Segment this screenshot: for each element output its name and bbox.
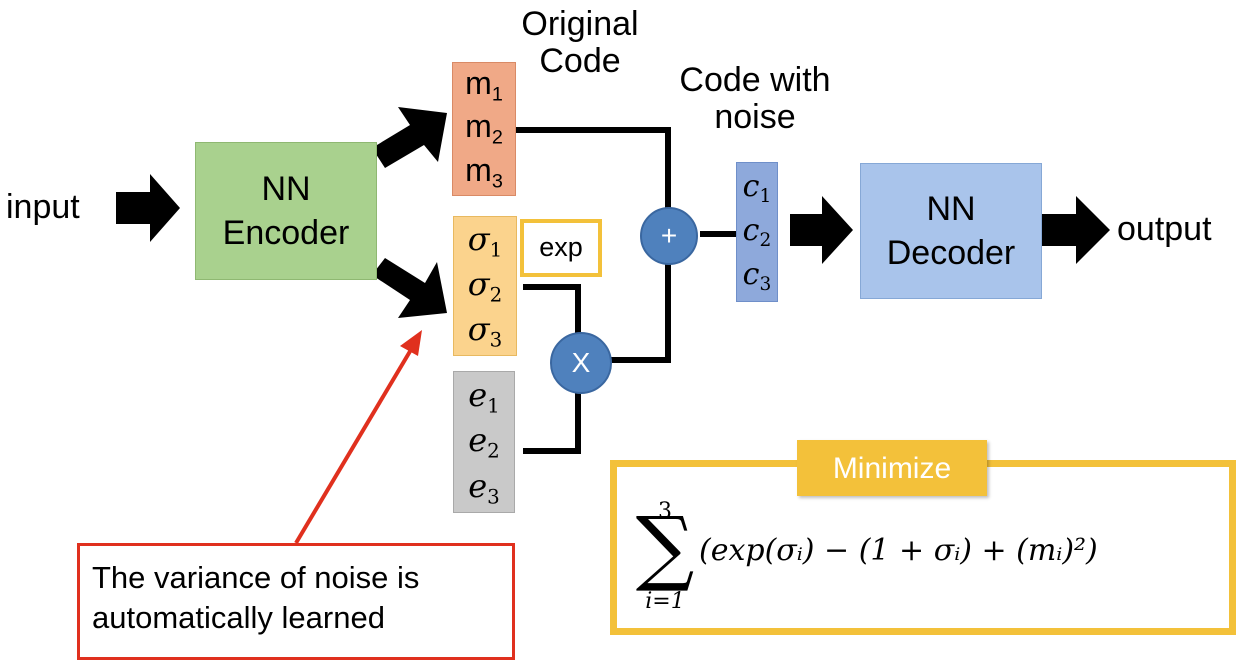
arrow-decoder-to-output [1042,196,1110,264]
arrow-encoder-to-sigma [372,258,447,318]
e-element-1: e1 [468,375,500,418]
sigma-element-2: σ2 [467,265,503,307]
mean-vector: m1 m2 m3 [452,62,516,196]
variance-note: The variance of noise is automatically l… [77,543,515,660]
sigma-element-1: σ1 [467,220,503,262]
sum-lower-limit: i=1 [645,589,685,614]
noise-vector: e1 e2 e3 [453,371,515,513]
wire-e-to-times [523,393,581,454]
arrow-c-to-decoder [790,196,853,264]
arrow-encoder-to-m [372,107,447,168]
minimize-tag: Minimize [797,440,987,496]
note-pointer [294,330,422,545]
arrow-input-to-encoder [116,174,180,242]
m-element-3: m3 [465,151,503,192]
exp-box: exp [520,219,602,277]
exp-label: exp [524,223,598,273]
m-element-1: m1 [465,64,503,106]
wire-times-to-plus [609,262,671,363]
sigma-element-3: σ3 [467,310,503,352]
sum-upper-limit: 3 [658,499,672,524]
nn-decoder-box: NN Decoder [860,163,1042,299]
c-element-3: c3 [742,257,772,295]
e-element-3: e3 [468,466,500,508]
wire-sigma-to-times [523,284,581,338]
plus-operator: + [640,207,698,265]
multiply-operator: X [550,332,612,394]
e-element-2: e2 [468,421,500,463]
sigma-vector: σ1 σ2 σ3 [453,216,517,356]
summation-symbol: ∑ [635,500,695,595]
code-with-noise-heading: Code with noise [679,61,831,136]
noisy-code-vector: c1 c2 c3 [736,162,778,302]
c-element-2: c2 [742,213,772,251]
input-label: input [6,188,80,226]
formula-body: (exp(σᵢ) − (1 + σᵢ) + (mᵢ)²) [699,533,1098,568]
nn-encoder-box: NN Encoder [195,142,377,280]
original-code-heading: Original Code [521,5,639,80]
wire-m-to-plus [515,127,671,208]
m-element-2: m2 [465,108,503,149]
c-element-1: c1 [742,169,772,207]
output-label: output [1117,210,1212,248]
